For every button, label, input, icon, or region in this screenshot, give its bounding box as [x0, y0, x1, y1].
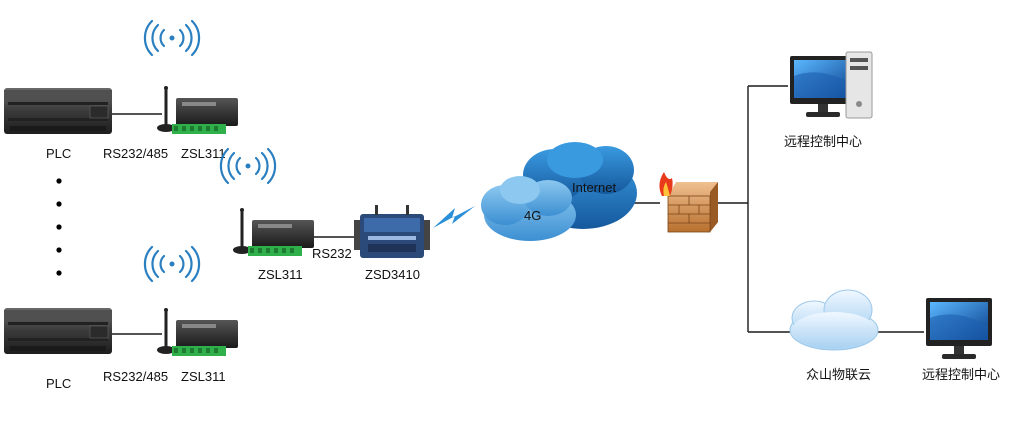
label-iface-bottom: RS232/485	[103, 369, 168, 384]
wifi-signal-icon	[219, 147, 277, 185]
label-zsl-top: ZSL311	[181, 146, 226, 161]
connection-lines	[110, 85, 924, 335]
label-remote-top: 远程控制中心	[784, 134, 862, 149]
remote-control-desktop-top	[790, 51, 873, 119]
iot-cloud-icon	[789, 289, 879, 351]
plc-bottom	[3, 307, 113, 355]
label-rs232: RS232	[312, 246, 352, 261]
label-zsl-bottom: ZSL311	[181, 369, 226, 384]
label-remote-bottom: 远程控制中心	[922, 367, 1000, 382]
label-4g: 4G	[524, 208, 541, 223]
label-plc-top: PLC	[46, 146, 71, 161]
label-iface-top: RS232/485	[103, 146, 168, 161]
zsl311-top	[155, 84, 240, 136]
label-zsd: ZSD3410	[365, 267, 420, 282]
label-plc-bottom: PLC	[46, 376, 71, 391]
wifi-signal-icon	[143, 19, 201, 57]
label-zsl-middle: ZSL311	[258, 267, 303, 282]
remote-control-monitor-bottom	[926, 298, 992, 359]
wifi-signal-icon	[143, 245, 201, 283]
zsd3410-gateway	[354, 205, 430, 258]
zsl311-middle	[231, 206, 316, 258]
label-iot-cloud: 众山物联云	[806, 367, 871, 382]
4g-cloud	[481, 176, 576, 241]
plc-top	[3, 87, 113, 135]
label-internet: Internet	[572, 180, 616, 195]
firewall-icon	[659, 172, 718, 233]
ellipsis-dots	[56, 178, 62, 276]
zsl311-bottom	[155, 306, 240, 358]
wireless-bolt-icon	[433, 206, 475, 228]
